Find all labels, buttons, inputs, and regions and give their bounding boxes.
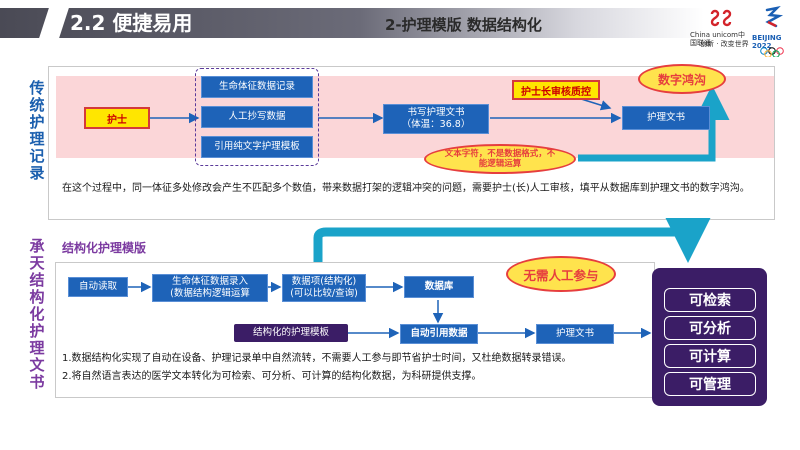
section1-label: 传 统 护 理 记 录 bbox=[29, 79, 45, 182]
database-box: 数据库 bbox=[404, 276, 474, 298]
games-name: BEIJING 2022 bbox=[752, 34, 782, 50]
section2-label: 承 天 结 构 化 护 理 文 书 bbox=[29, 237, 45, 391]
section2-note-2: 2.将自然语言表达的医学文本转化为可检索、可分析、可计算的结构化数据，为科研提供… bbox=[62, 371, 482, 382]
structured-nursing-doc-box: 护理文书 bbox=[536, 324, 614, 344]
text-template-box: 引用纯文字护理模板 bbox=[201, 136, 313, 158]
data-sources-group bbox=[195, 68, 319, 166]
slide-subtitle: 2-护理模版 数据结构化 bbox=[385, 16, 542, 34]
outcome-searchable: 可检索 bbox=[664, 288, 756, 312]
head-nurse-review-box: 护士长审核质控 bbox=[512, 80, 600, 100]
auto-read-box: 自动读取 bbox=[68, 277, 128, 297]
no-manual-cloud: 无需人工参与 bbox=[506, 256, 616, 292]
unicom-name: China unicom中国联通 bbox=[690, 31, 745, 47]
vital-signs-entry-box: 生命体征数据录入 (数据结构逻辑运算 bbox=[152, 274, 268, 302]
section1-note: 在这个过程中，同一体征多处修改会产生不匹配多个数值，带来数据打架的逻辑冲突的问题… bbox=[62, 183, 750, 194]
text-not-data-cloud: 文本字符，不是数据格式，不能逻辑运算 bbox=[424, 144, 576, 174]
data-item-box: 数据项(结构化) (可以比较/查询) bbox=[282, 274, 366, 302]
nursing-document-box: 护理文书 bbox=[622, 106, 710, 130]
unicom-logo-icon bbox=[708, 8, 734, 30]
structured-template-box: 结构化的护理模板 bbox=[234, 324, 348, 342]
vital-signs-record-box: 生命体征数据记录 bbox=[201, 76, 313, 98]
outcome-analyzable: 可分析 bbox=[664, 316, 756, 340]
outcome-manageable: 可管理 bbox=[664, 372, 756, 396]
olympic-emblem-icon bbox=[762, 5, 784, 32]
auto-cite-box: 自动引用数据 bbox=[400, 324, 478, 344]
manual-copy-box: 人工抄写数据 bbox=[201, 106, 313, 128]
section2-note-1: 1.数据结构化实现了自动在设备、护理记录单中自然流转，不需要人工参与即节省护士时… bbox=[62, 353, 572, 364]
write-document-box: 书写护理文书 （体温：36.8） bbox=[383, 104, 489, 134]
section2-title: 结构化护理模版 bbox=[62, 241, 147, 255]
section-title: 2.2 便捷易用 bbox=[70, 11, 193, 35]
unicom-slogan: 创新 · 改变世界 bbox=[700, 40, 749, 48]
outcome-computable: 可计算 bbox=[664, 344, 756, 368]
nurse-box: 护士 bbox=[84, 107, 150, 129]
digital-gap-cloud: 数字鸿沟 bbox=[638, 64, 726, 94]
header-band bbox=[0, 8, 800, 38]
